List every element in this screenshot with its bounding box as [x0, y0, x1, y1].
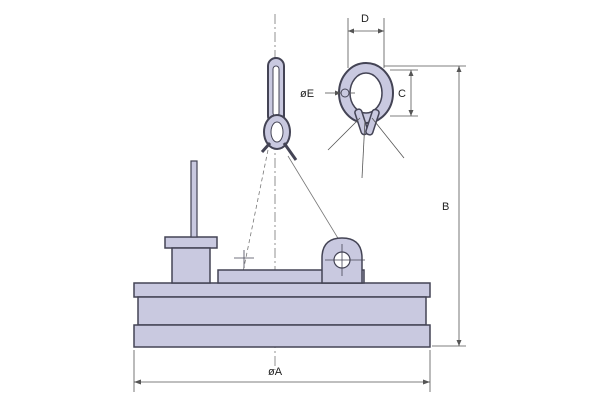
dimension-e: øE: [300, 88, 355, 100]
chain-ends: [260, 142, 298, 161]
dim-e-label: øE: [300, 88, 314, 100]
dim-a-label: øA: [268, 366, 283, 378]
master-link-detail: [327, 62, 405, 179]
dim-b-label: B: [442, 201, 449, 213]
dimension-b: B: [384, 65, 466, 347]
junction-box: [164, 160, 218, 284]
dim-c-label: C: [398, 88, 406, 100]
magnet-body: [133, 269, 431, 348]
left-sling: [242, 149, 269, 273]
dimension-d: D: [347, 13, 385, 68]
second-chain-link: [263, 114, 291, 150]
dim-d-label: D: [361, 13, 369, 25]
pin-mark: [234, 250, 254, 268]
lifting-lug: [321, 237, 365, 284]
dimension-a: øA: [133, 350, 431, 392]
dimension-c: C: [390, 69, 418, 117]
